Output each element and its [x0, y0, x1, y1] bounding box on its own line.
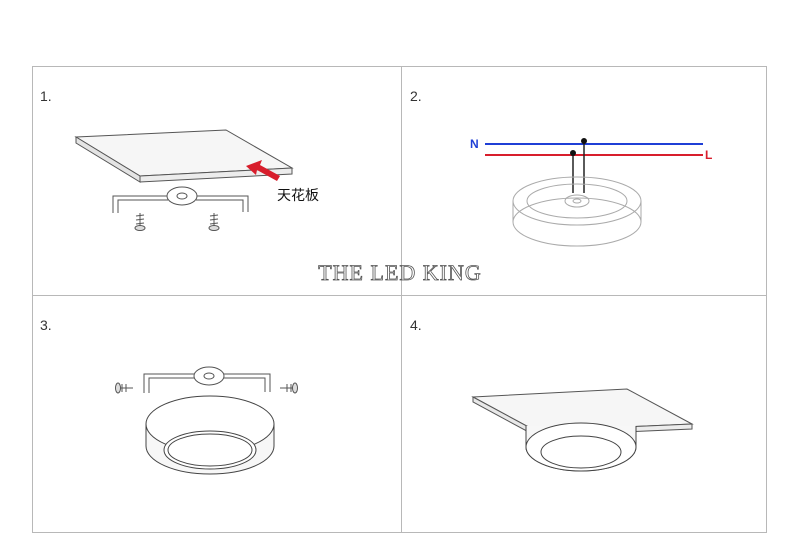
live-label: L	[705, 148, 712, 162]
screw-right-icon	[280, 382, 298, 394]
neutral-junction	[581, 138, 587, 144]
mounted-light-fixture	[525, 422, 637, 472]
ceiling-label: 天花板	[277, 188, 319, 204]
instruction-grid	[32, 66, 767, 533]
step-3-illustration	[115, 366, 298, 475]
step-1-illustration	[74, 129, 294, 231]
mounting-bracket	[143, 366, 271, 393]
ceiling-arrow-icon	[246, 160, 280, 181]
step-4-number: 4.	[410, 317, 422, 333]
light-fixture-outline	[512, 176, 642, 247]
screw-left-icon	[134, 213, 146, 231]
step-2-number: 2.	[410, 88, 422, 104]
watermark: THE LED KING	[318, 260, 482, 286]
step-3-number: 3.	[40, 317, 52, 333]
live-junction	[570, 150, 576, 156]
mounting-bracket	[112, 186, 249, 213]
round-light-fixture	[145, 395, 275, 475]
grid-divider-horizontal	[33, 295, 766, 296]
step-1-number: 1.	[40, 88, 52, 104]
grid-divider-vertical	[401, 67, 402, 532]
ceiling-board	[74, 129, 294, 183]
screw-right-icon	[208, 213, 220, 231]
step-2-illustration: N L	[470, 137, 712, 247]
neutral-label: N	[470, 137, 479, 151]
screw-left-icon	[115, 382, 133, 394]
step-4-illustration	[471, 388, 694, 472]
